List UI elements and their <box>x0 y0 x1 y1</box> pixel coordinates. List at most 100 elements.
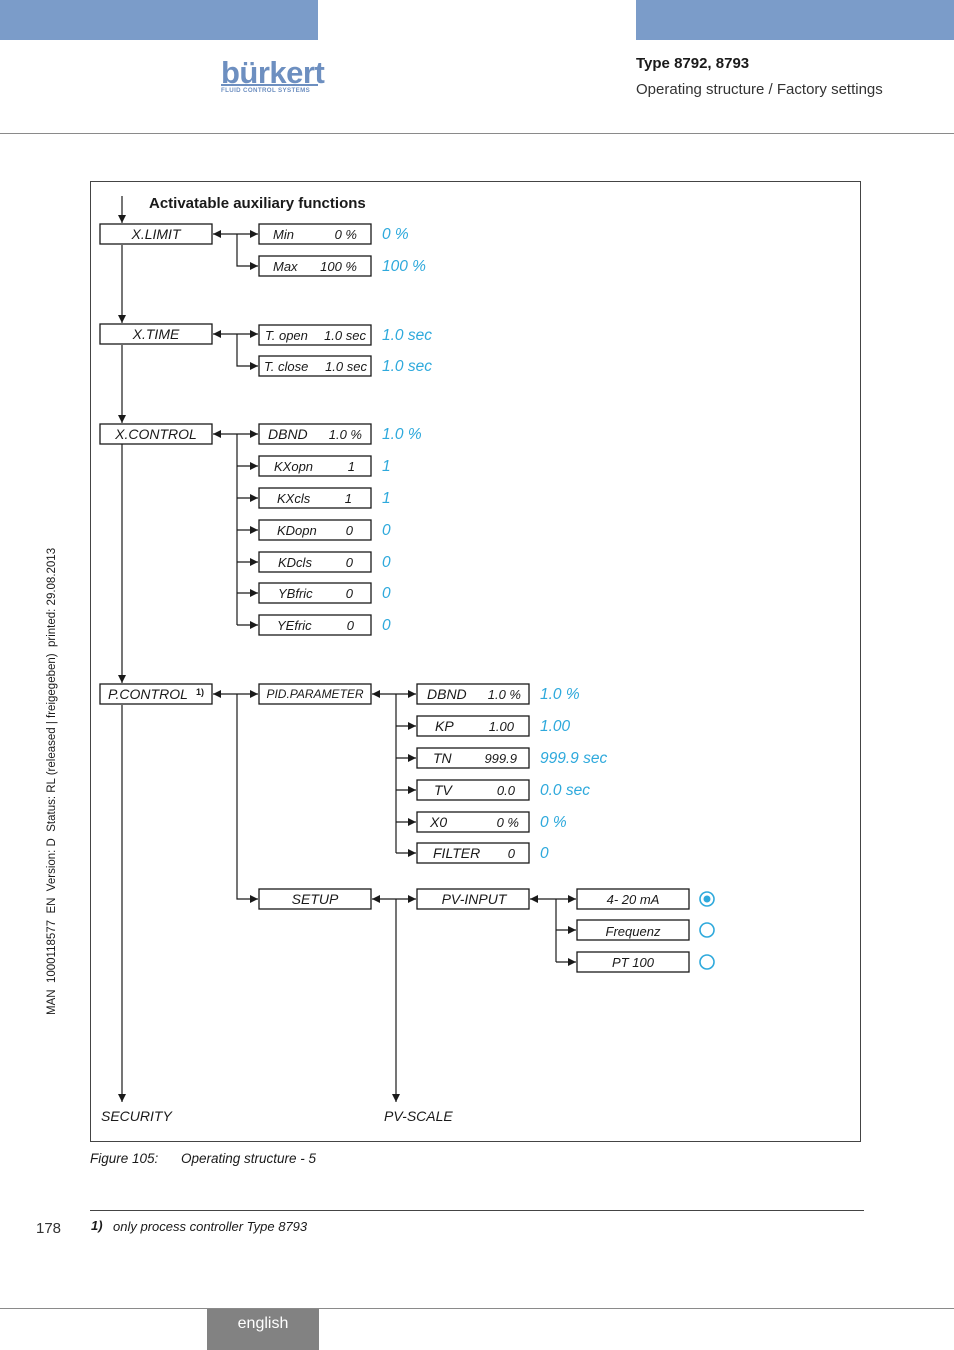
pcontrol-footnote-mark: 1) <box>196 687 204 697</box>
pid-param-value: 1.00 <box>489 719 515 734</box>
pv-option-label: PT 100 <box>612 955 655 970</box>
pcontrol-box[interactable] <box>99 683 213 705</box>
xtime-close-default: 1.0 sec <box>382 358 432 375</box>
radio-selected-dot <box>703 895 711 903</box>
pv-option-box[interactable] <box>576 888 690 910</box>
xcontrol-param-default: 0 <box>382 585 391 602</box>
xlimit-min-default: 0 % <box>382 226 409 243</box>
pid-param-box[interactable] <box>416 715 530 737</box>
figure-frame <box>90 181 861 1142</box>
radio-empty-icon[interactable] <box>699 922 715 938</box>
pcontrol-label: P.CONTROL <box>108 686 188 702</box>
pid-param-default: 0 <box>540 845 549 862</box>
radio-selected-icon[interactable] <box>699 891 715 907</box>
pid-param-default: 1.0 % <box>540 686 580 703</box>
pid-param-name: TV <box>434 782 454 798</box>
xcontrol-param-box[interactable] <box>258 455 372 477</box>
xtime-open-default: 1.0 sec <box>382 327 432 344</box>
logo-tagline: FLUID CONTROL SYSTEMS <box>221 87 311 94</box>
xcontrol-param-value: 0 <box>346 555 354 570</box>
xlimit-min-name: Min <box>273 227 294 242</box>
figure-title: Operating structure - 5 <box>181 1151 317 1166</box>
pid-param-default: 0.0 sec <box>540 782 590 799</box>
xcontrol-param-box[interactable] <box>258 423 372 445</box>
pid-param-value: 0 <box>508 846 516 861</box>
pid-param-name: KP <box>435 718 454 734</box>
figure-number: Figure 105: <box>90 1151 159 1166</box>
xcontrol-param-box[interactable] <box>258 487 372 509</box>
pid-param-box[interactable] <box>416 747 530 769</box>
xcontrol-param-box[interactable] <box>258 551 372 573</box>
pv-input-label: PV-INPUT <box>442 891 508 907</box>
footer-rule <box>0 1308 954 1309</box>
xtime-close-value: 1.0 sec <box>325 359 367 374</box>
xcontrol-param-value: 1 <box>345 491 352 506</box>
xtime-open-box[interactable] <box>258 324 372 346</box>
logo-rule <box>221 84 318 86</box>
pid-param-default: 999.9 sec <box>540 750 607 767</box>
pid-param-box[interactable] <box>416 811 530 833</box>
pid-param-box[interactable] <box>416 842 530 864</box>
xlimit-min-box[interactable] <box>258 223 372 245</box>
pv-input-back-arrow <box>530 895 538 903</box>
radio-empty-icon[interactable] <box>699 954 715 970</box>
setup-box[interactable] <box>258 888 372 910</box>
security-label: SECURITY <box>101 1108 173 1124</box>
header-bar-left <box>0 0 318 40</box>
xlimit-branch <box>236 234 258 270</box>
xlimit-max-name: Max <box>273 259 298 274</box>
xlimit-min-value: 0 % <box>335 227 357 242</box>
pid-param-value: 0 % <box>497 815 519 830</box>
xcontrol-param-name: KXcls <box>277 491 311 506</box>
pid-param-default: 0 % <box>540 814 567 831</box>
xtime-box[interactable] <box>99 323 213 345</box>
xtime-close-box[interactable] <box>258 355 372 377</box>
pid-param-box[interactable] <box>416 683 530 705</box>
footnote-rule <box>90 1210 864 1211</box>
xcontrol-param-value: 0 <box>346 586 354 601</box>
xcontrol-param-name: YBfric <box>278 586 313 601</box>
setup-label: SETUP <box>292 891 339 907</box>
pv-option-box[interactable] <box>576 951 690 973</box>
language-tab: english <box>207 1309 319 1350</box>
xcontrol-param-value: 0 <box>347 618 355 633</box>
xcontrol-back-arrow <box>213 430 221 438</box>
xcontrol-param-default: 0 <box>382 617 391 634</box>
pv-input-box[interactable] <box>416 888 530 910</box>
xcontrol-param-value: 0 <box>346 523 354 538</box>
xcontrol-params: DBND 1.0 % 1.0 % KXopn 1 1 KXcls 1 1 KDo… <box>237 423 422 636</box>
xtime-open-name: T. open <box>265 328 308 343</box>
pid-params: DBND 1.0 % 1.0 % KP 1.00 1.00 TN 999.9 9… <box>396 683 607 864</box>
xtime-label: X.TIME <box>132 326 180 342</box>
xcontrol-param-box[interactable] <box>258 614 372 636</box>
xcontrol-param-box[interactable] <box>258 582 372 604</box>
xcontrol-box[interactable] <box>99 423 213 445</box>
document-type: Type 8792, 8793 <box>636 55 750 72</box>
xcontrol-param-default: 1 <box>382 458 391 475</box>
pcontrol-branch <box>236 694 258 903</box>
pv-scale-label: PV-SCALE <box>384 1108 453 1124</box>
pid-parameter-label: PID.PARAMETER <box>266 687 363 701</box>
pid-param-value: 999.9 <box>484 751 517 766</box>
pid-param-box[interactable] <box>416 779 530 801</box>
header-rule <box>0 133 954 134</box>
xcontrol-param-default: 0 <box>382 522 391 539</box>
page-number: 178 <box>36 1220 62 1237</box>
xlimit-box[interactable] <box>99 223 213 245</box>
xtime-open-value: 1.0 sec <box>324 328 366 343</box>
xcontrol-param-name: YEfric <box>277 618 312 633</box>
xtime-close-name: T. close <box>264 359 308 374</box>
pid-param-name: DBND <box>427 686 467 702</box>
xcontrol-param-default: 0 <box>382 554 391 571</box>
xcontrol-param-value: 1.0 % <box>329 427 362 442</box>
xcontrol-param-name: KXopn <box>274 459 313 474</box>
xcontrol-param-box[interactable] <box>258 519 372 541</box>
pv-option-box[interactable] <box>576 919 690 941</box>
pid-parameter-box[interactable] <box>258 683 372 705</box>
pid-param-value: 0.0 <box>497 783 516 798</box>
pid-param-value: 1.0 % <box>488 687 521 702</box>
xlimit-back-arrow <box>213 230 221 238</box>
pid-param-default: 1.00 <box>540 718 571 735</box>
xcontrol-param-value: 1 <box>348 459 355 474</box>
xlimit-max-box[interactable] <box>258 255 372 277</box>
